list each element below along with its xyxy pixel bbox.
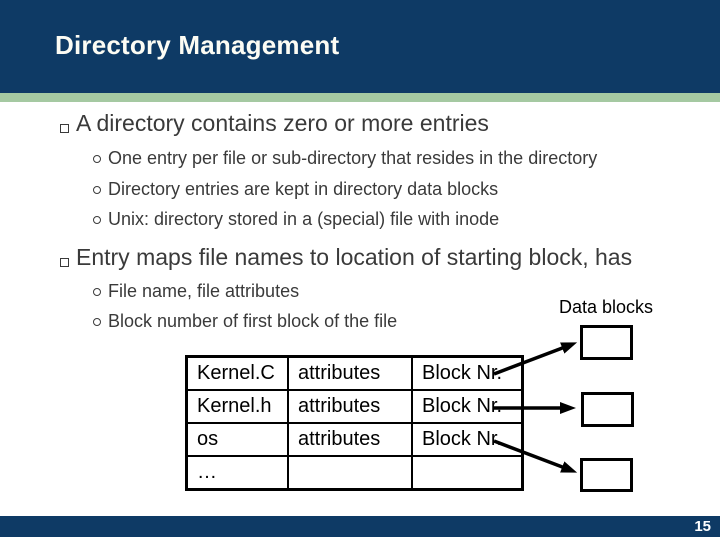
table-row: os attributes Block Nr.	[185, 422, 524, 457]
bullet-level2: One entry per file or sub-directory that…	[108, 148, 598, 168]
directory-table: Kernel.C attributes Block Nr. Kernel.h a…	[185, 355, 524, 491]
cell-blocknr: Block Nr.	[411, 389, 524, 424]
circle-bullet-icon	[93, 318, 101, 326]
circle-bullet-icon	[93, 155, 101, 163]
table-row: Kernel.h attributes Block Nr.	[185, 389, 524, 424]
bullet-level1: A directory contains zero or more entrie…	[76, 110, 489, 136]
cell-attributes	[287, 455, 413, 491]
cell-filename: Kernel.h	[185, 389, 289, 424]
slide-footer: 15	[0, 516, 720, 537]
data-block	[580, 458, 633, 492]
accent-bar	[0, 93, 720, 102]
cell-attributes: attributes	[287, 355, 413, 391]
page-number: 15	[694, 518, 711, 535]
bullet-level2: Directory entries are kept in directory …	[108, 179, 499, 199]
circle-bullet-icon	[93, 288, 101, 296]
circle-bullet-icon	[93, 216, 101, 224]
data-block	[580, 325, 633, 360]
bullet-level1: Entry maps file names to location of sta…	[76, 244, 633, 270]
data-block	[581, 392, 634, 427]
table-row: Kernel.C attributes Block Nr.	[185, 355, 524, 391]
cell-filename: Kernel.C	[185, 355, 289, 391]
cell-blocknr: Block Nr.	[411, 422, 524, 457]
cell-filename: os	[185, 422, 289, 457]
cell-attributes: attributes	[287, 389, 413, 424]
cell-blocknr: Block Nr.	[411, 355, 524, 391]
cell-filename: …	[185, 455, 289, 491]
square-bullet-icon	[60, 124, 69, 133]
page-title: Directory Management	[55, 30, 340, 60]
slide-header: Directory Management	[0, 0, 720, 93]
circle-bullet-icon	[93, 186, 101, 194]
cell-blocknr	[411, 455, 524, 491]
cell-attributes: attributes	[287, 422, 413, 457]
table-row: …	[185, 455, 524, 491]
data-blocks-label: Data blocks	[558, 297, 654, 317]
bullet-level2: Block number of first block of the file	[108, 311, 398, 331]
bullet-level2: Unix: directory stored in a (special) fi…	[108, 209, 500, 229]
square-bullet-icon	[60, 258, 69, 267]
bullet-level2: File name, file attributes	[108, 281, 300, 301]
